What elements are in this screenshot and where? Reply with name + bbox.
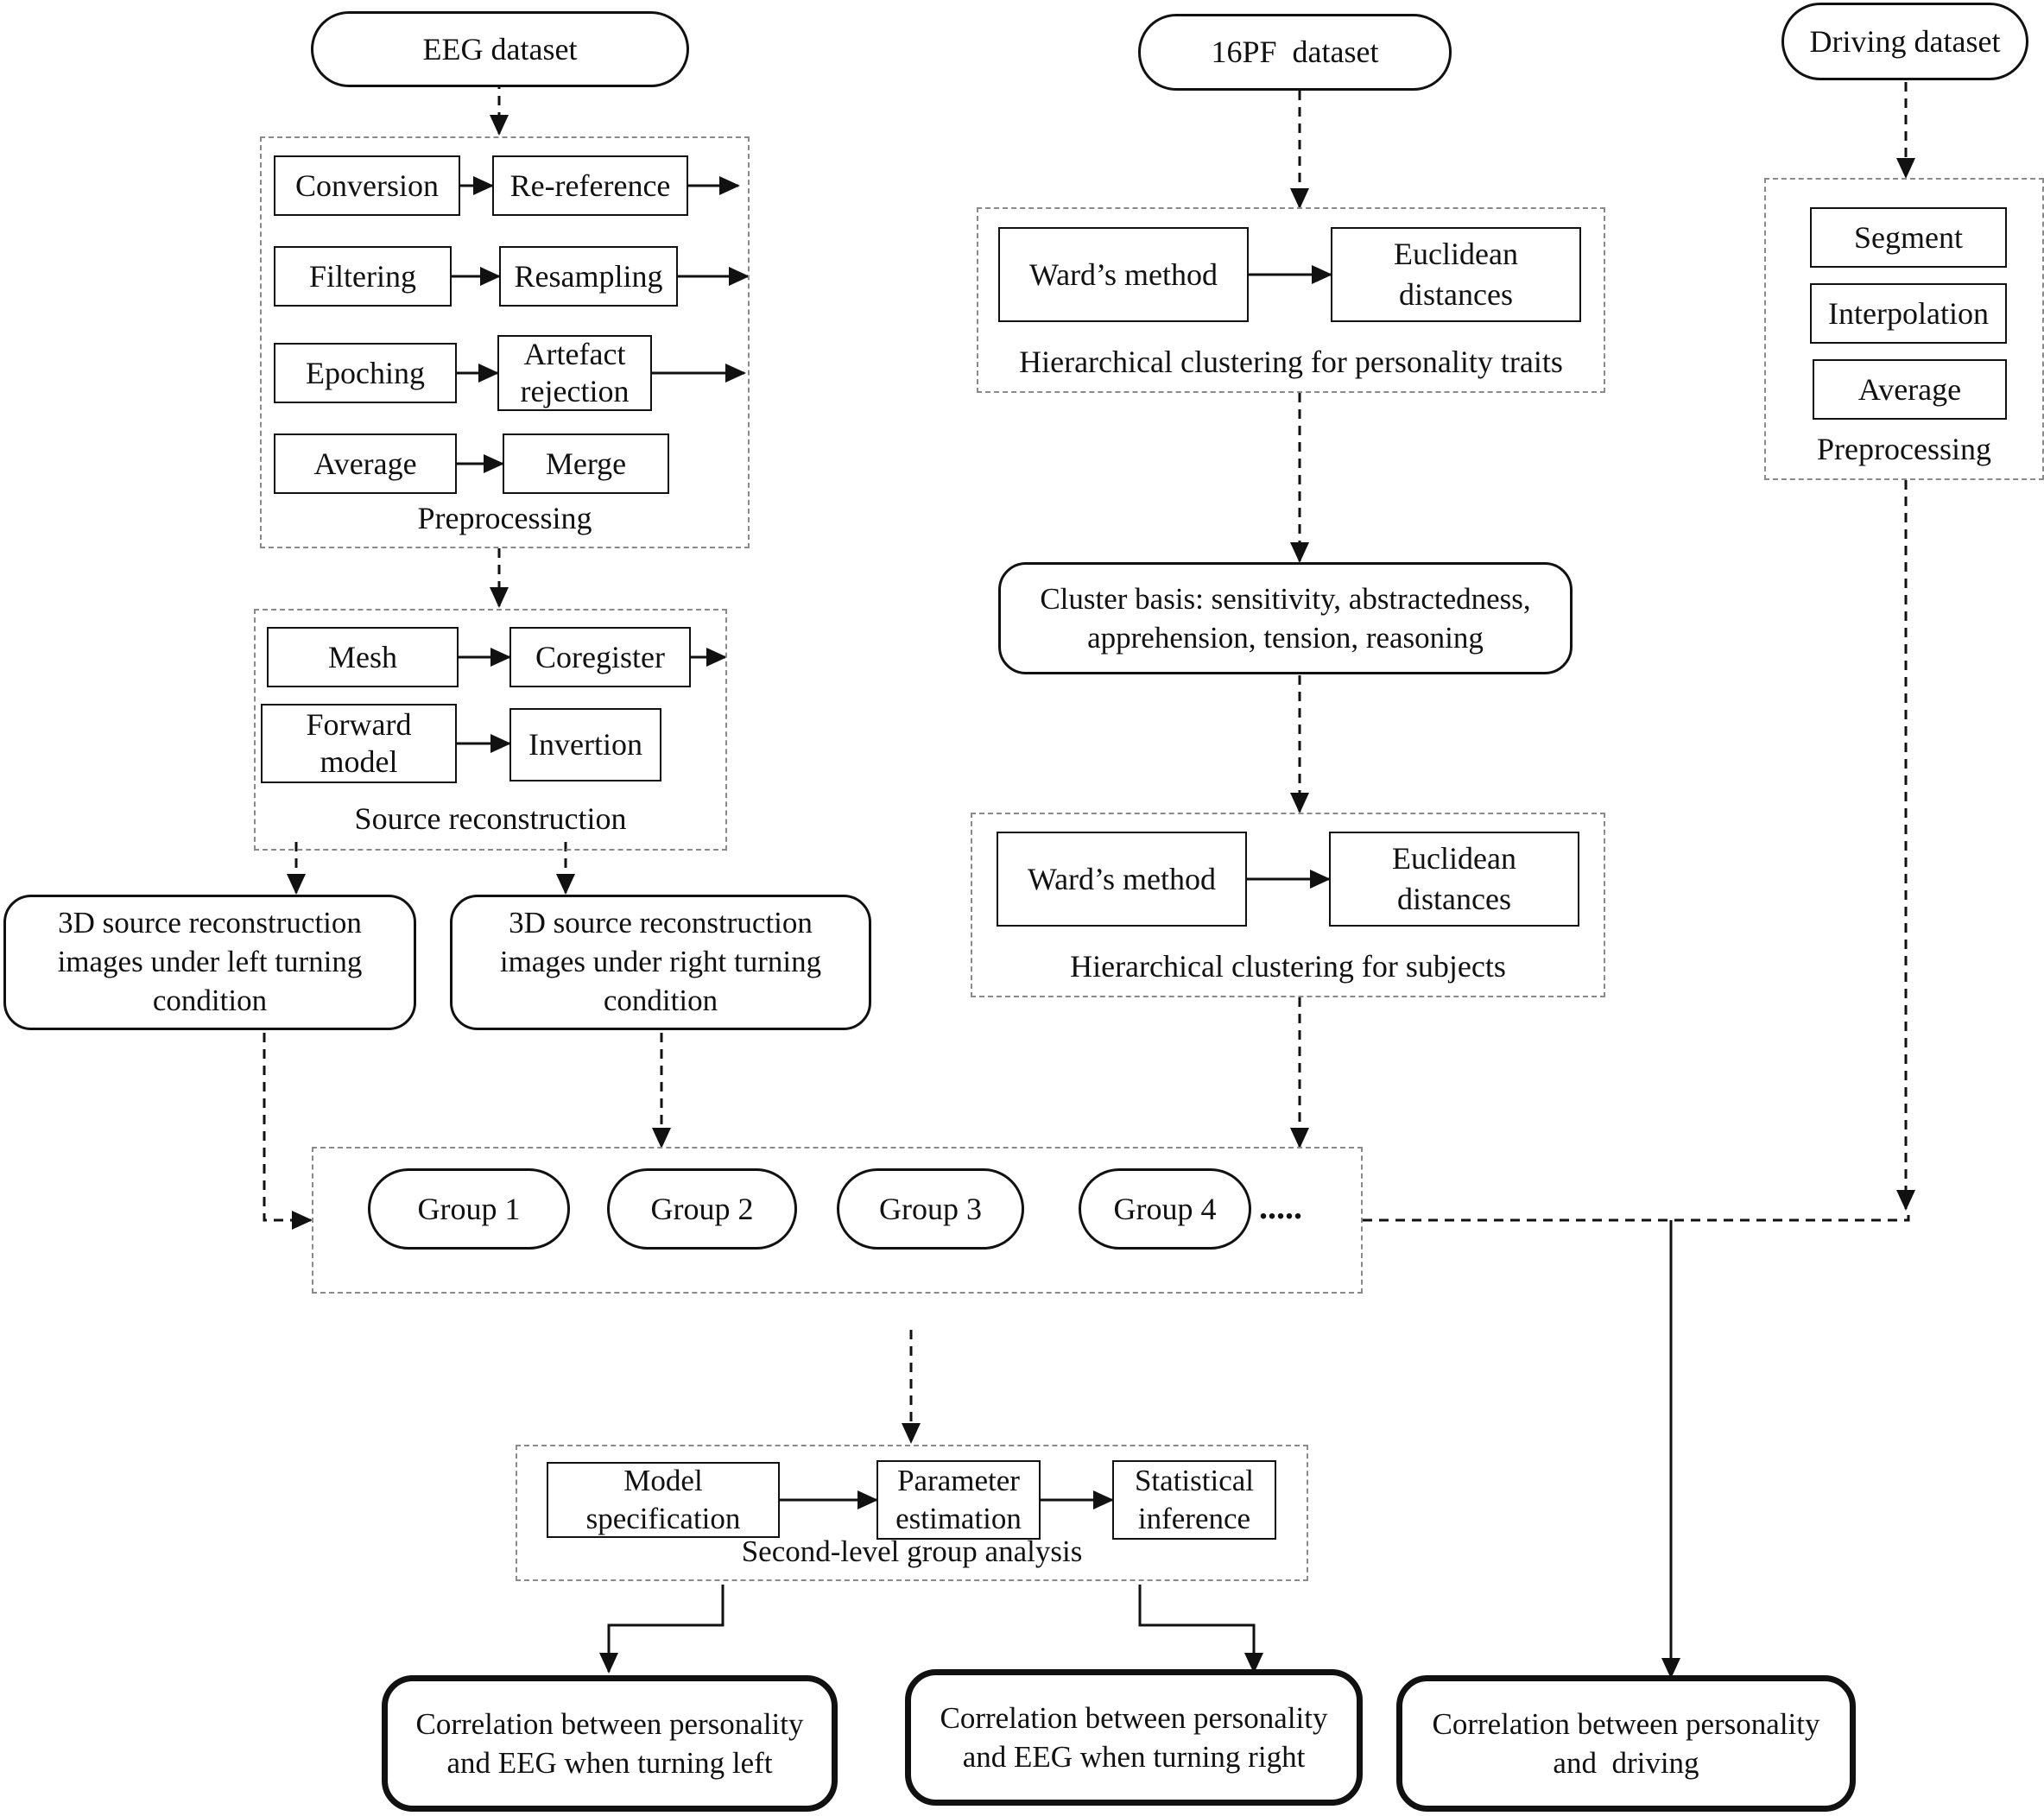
rereference-step: Re-reference xyxy=(492,155,688,216)
resampling-step: Resampling xyxy=(499,246,678,307)
interpolation-step: Interpolation xyxy=(1810,283,2007,344)
left-turning-images-node: 3D source reconstruction images under le… xyxy=(3,895,416,1030)
eeg-preprocessing-region xyxy=(260,136,750,548)
arrow-left-images-to-groups xyxy=(263,1033,313,1230)
driving-correlation-node: Correlation between personality and driv… xyxy=(1396,1675,1856,1812)
invertion-step: Invertion xyxy=(509,708,661,781)
group-2-node: Group 2 xyxy=(607,1168,797,1250)
model-specification-step: Model specification xyxy=(547,1462,780,1538)
subject-clustering-region xyxy=(971,813,1605,997)
personality-clustering-caption: Hierarchical clustering for personality … xyxy=(1019,345,1563,379)
second-level-analysis-region xyxy=(516,1445,1308,1581)
parameter-estimation-step: Parameter estimation xyxy=(876,1460,1041,1540)
ward-method-traits: Ward’s method xyxy=(998,227,1249,322)
forward-model-step: Forward model xyxy=(261,704,457,783)
driving-preprocessing-caption: Preprocessing xyxy=(1817,432,1991,466)
artefact-rejection-step: Artefact rejection xyxy=(497,335,652,411)
conversion-step: Conversion xyxy=(274,155,460,216)
groups-ellipsis: ..... xyxy=(1259,1186,1302,1226)
statistical-inference-step: Statistical inference xyxy=(1112,1460,1276,1540)
subject-clustering-caption: Hierarchical clustering for subjects xyxy=(1070,949,1506,984)
group-4-node: Group 4 xyxy=(1079,1168,1251,1250)
filtering-step: Filtering xyxy=(274,246,452,307)
second-level-caption: Second-level group analysis xyxy=(741,1534,1083,1568)
group-1-node: Group 1 xyxy=(368,1168,570,1250)
epoching-step: Epoching xyxy=(274,343,457,403)
eeg-dataset-node: EEG dataset xyxy=(311,11,689,87)
source-reconstruction-region xyxy=(254,609,727,851)
16pf-dataset-node: 16PF dataset xyxy=(1138,14,1452,91)
cluster-basis-node: Cluster basis: sensitivity, abstractedne… xyxy=(998,562,1573,674)
arrow-second-level-to-left-outcome xyxy=(599,1585,725,1674)
right-turning-correlation-node: Correlation between personality and EEG … xyxy=(905,1669,1363,1806)
driving-preprocessing-region xyxy=(1764,178,2044,480)
coregister-step: Coregister xyxy=(509,627,691,687)
source-reconstruction-caption: Source reconstruction xyxy=(354,801,627,836)
group-3-node: Group 3 xyxy=(837,1168,1024,1250)
merge-step: Merge xyxy=(503,433,669,494)
average-driving-step: Average xyxy=(1813,359,2007,420)
left-turning-correlation-node: Correlation between personality and EEG … xyxy=(382,1675,838,1812)
ward-method-subjects: Ward’s method xyxy=(997,832,1247,927)
personality-clustering-region xyxy=(977,207,1605,393)
driving-dataset-node: Driving dataset xyxy=(1781,3,2028,80)
line-groups-to-driving xyxy=(1363,1209,1910,1222)
eeg-preprocessing-caption: Preprocessing xyxy=(417,501,592,535)
groups-region xyxy=(312,1147,1363,1294)
segment-step: Segment xyxy=(1810,207,2007,268)
arrow-second-level-to-right-outcome xyxy=(1138,1585,1263,1674)
average-step: Average xyxy=(274,433,457,494)
euclidean-distances-traits: Euclidean distances xyxy=(1331,227,1581,322)
right-turning-images-node: 3D source reconstruction images under ri… xyxy=(450,895,871,1030)
euclidean-distances-subjects: Euclidean distances xyxy=(1329,832,1579,927)
mesh-step: Mesh xyxy=(267,627,459,687)
